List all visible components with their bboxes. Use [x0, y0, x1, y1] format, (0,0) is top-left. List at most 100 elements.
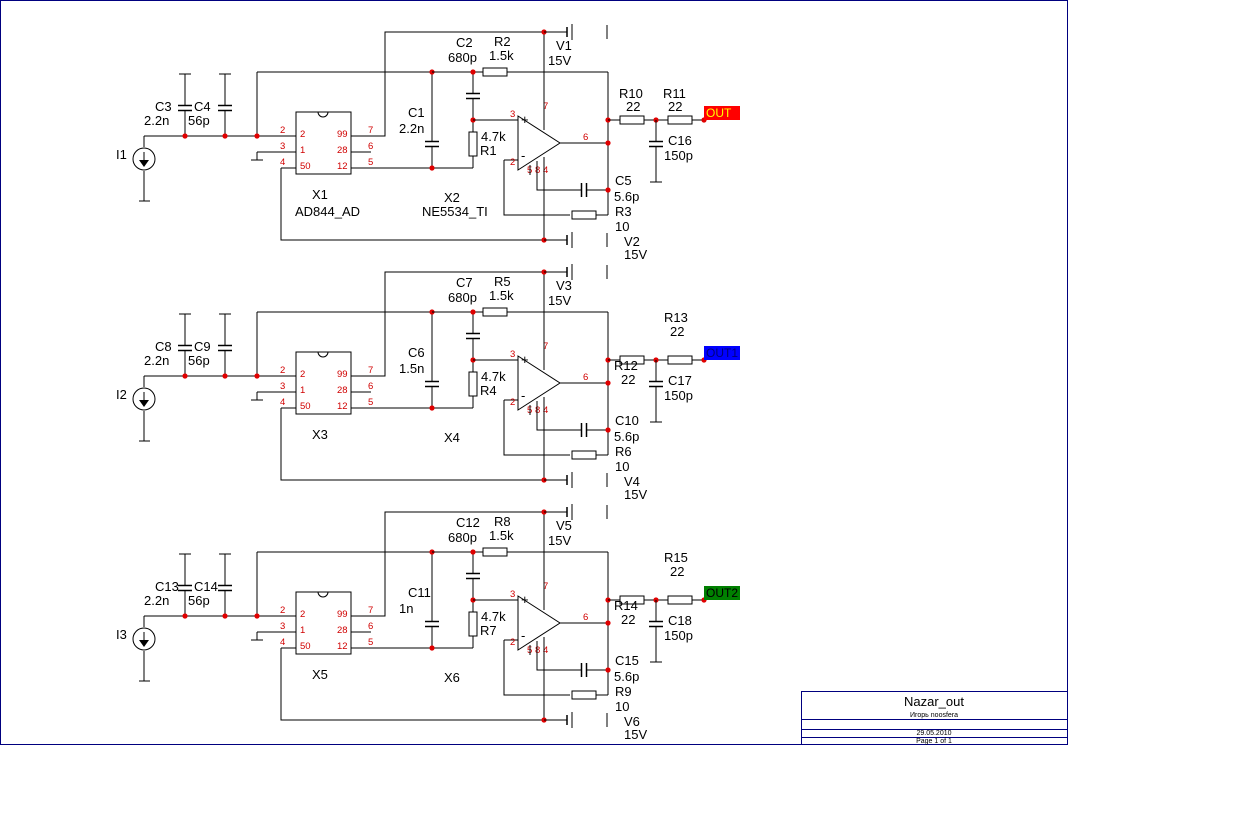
- pin-number: 99: [337, 129, 348, 140]
- pin-number: 1: [300, 625, 305, 636]
- resistor-symbol: [667, 355, 693, 365]
- cap-in-b-name: C14: [194, 579, 218, 594]
- pin-number: 8: [535, 405, 540, 416]
- sheet-border: [0, 0, 1068, 745]
- current-arrow-head: [139, 400, 149, 407]
- pin-number: 12: [337, 401, 348, 412]
- pin-number: 3: [280, 141, 285, 152]
- cap-in-a-value: 2.2n: [144, 353, 169, 368]
- pin-number: 28: [337, 145, 348, 156]
- source-label: I2: [116, 387, 127, 402]
- r-out1-value: 22: [621, 372, 635, 387]
- v-neg-name: V2: [624, 234, 640, 249]
- v-neg-value: 15V: [624, 727, 647, 742]
- output-port-label: OUT1: [706, 346, 738, 360]
- r-in-value: 4.7k: [481, 609, 506, 624]
- r-fb-value: 1.5k: [489, 528, 514, 543]
- opamp-ref: X2: [444, 190, 460, 205]
- c-bal-value: 5.6p: [614, 189, 639, 204]
- c-comp-name: C6: [408, 345, 425, 360]
- r-in-name: R1: [480, 143, 497, 158]
- r-out2-value: 22: [668, 99, 682, 114]
- r-out2-value: 22: [670, 324, 684, 339]
- cap-in-a-name: C13: [155, 579, 179, 594]
- junction-dot: [222, 133, 228, 139]
- resistor-symbol: [571, 450, 597, 460]
- r-out1-name: R14: [614, 598, 638, 613]
- current-arrow-head: [139, 160, 149, 167]
- resistor-symbol: [482, 547, 508, 557]
- cap-in-a-value: 2.2n: [144, 113, 169, 128]
- pin-number: 3: [280, 381, 285, 392]
- r-bal-name: R3: [615, 204, 632, 219]
- pin-number: 6: [583, 372, 588, 383]
- c-bal-name: C15: [615, 653, 639, 668]
- ad844-ref: X1: [312, 187, 328, 202]
- c-fb-name: C2: [456, 35, 473, 50]
- v-neg-value: 15V: [624, 247, 647, 262]
- pin-number: 6: [368, 381, 373, 392]
- c-comp-name: C11: [408, 585, 431, 600]
- r-out2-name: R15: [664, 550, 688, 565]
- resistor-symbol: [619, 115, 645, 125]
- r-bal-value: 10: [615, 459, 629, 474]
- junction-dot: [470, 69, 476, 75]
- ad844-notch: [317, 111, 329, 118]
- junction-dot: [470, 549, 476, 555]
- current-arrow-head: [139, 640, 149, 647]
- pin-number: 4: [280, 637, 285, 648]
- pin-number: 7: [368, 125, 373, 136]
- cap-in-a-name: C3: [155, 99, 172, 114]
- c-bal-name: C10: [615, 413, 639, 428]
- pin-number: 2: [300, 369, 305, 380]
- v-neg-name: V4: [624, 474, 640, 489]
- c-out-value: 150p: [664, 148, 693, 163]
- pin-number: 7: [368, 605, 373, 616]
- cap-in-a-name: C8: [155, 339, 172, 354]
- cap-in-b-value: 56p: [188, 113, 210, 128]
- pin-number: 50: [300, 641, 311, 652]
- resistor-symbol: [571, 690, 597, 700]
- pin-number: 4: [543, 165, 548, 176]
- cap-in-b-name: C9: [194, 339, 211, 354]
- junction-dot: [429, 405, 435, 411]
- cap-in-b-name: C4: [194, 99, 211, 114]
- resistor-symbol: [482, 307, 508, 317]
- output-port-flag: [704, 106, 740, 120]
- v-pos-value: 15V: [548, 293, 571, 308]
- c-comp-value: 1.5n: [399, 361, 424, 376]
- r-out2-value: 22: [670, 564, 684, 579]
- ad844-model: AD844_AD: [295, 204, 360, 219]
- r-out1-value: 22: [626, 99, 640, 114]
- wire: [280, 408, 544, 481]
- pin-number: 4: [280, 397, 285, 408]
- c-out-value: 150p: [664, 628, 693, 643]
- ad844-body: [295, 111, 352, 175]
- junction-dot: [605, 667, 611, 673]
- r-out1-name: R12: [614, 358, 638, 373]
- pin-number: 2: [280, 605, 285, 616]
- c-bal-name: C5: [615, 173, 632, 188]
- pin-number: 5: [368, 637, 373, 648]
- c-fb-name: C7: [456, 275, 473, 290]
- wire: [503, 400, 570, 456]
- resistor-symbol: [468, 371, 478, 397]
- opamp-ref: X4: [444, 430, 460, 445]
- source-label: I3: [116, 627, 127, 642]
- pin-number: 3: [280, 621, 285, 632]
- pin-number: 8: [535, 645, 540, 656]
- r-out2-name: R13: [664, 310, 688, 325]
- output-port-flag: [704, 346, 740, 360]
- resistor-symbol: [667, 595, 693, 605]
- opamp-minus-sign: -: [521, 388, 525, 403]
- junction-dot: [182, 613, 188, 619]
- pin-number: 50: [300, 161, 311, 172]
- pin-number: 6: [583, 612, 588, 623]
- v-pos-value: 15V: [548, 533, 571, 548]
- pin-number: 7: [543, 101, 548, 112]
- r-bal-value: 10: [615, 699, 629, 714]
- pin-number: 4: [280, 157, 285, 168]
- ad844-ref: X3: [312, 427, 328, 442]
